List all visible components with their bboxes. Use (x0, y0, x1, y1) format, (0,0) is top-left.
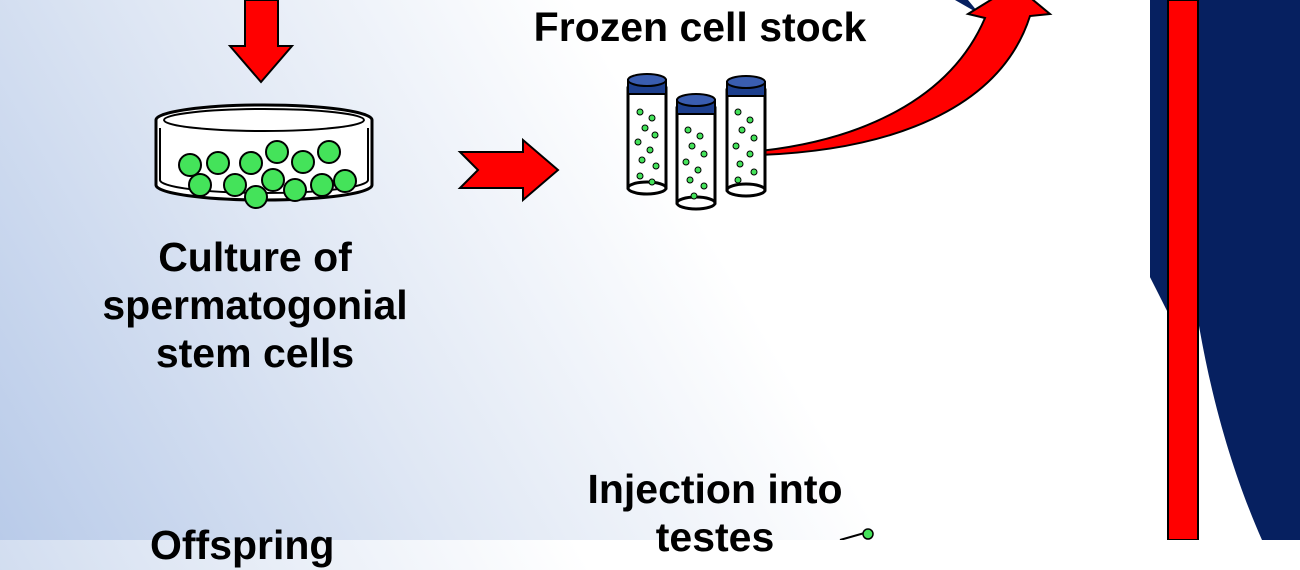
diagram-canvas (154, 0, 1300, 540)
down-arrow-icon (227, 0, 295, 84)
syringe-icon (839, 528, 874, 540)
frozen-cell-stock-title: Frozen cell stock (533, 4, 867, 50)
injection-label-line: testes (655, 513, 775, 560)
culture-label-line: spermatogonial (102, 281, 408, 328)
culture-label-line: Culture of (158, 234, 352, 280)
navy-right-curve (1198, 320, 1262, 540)
cryo-vial-icon (725, 75, 767, 198)
culture-label-line: stem cells (155, 329, 355, 376)
vertical-red-bar (1167, 0, 1199, 540)
culture-label: Culture of spermatogonial stem cells (60, 234, 450, 378)
right-arrow-icon (457, 137, 560, 203)
cryo-vial-icon (626, 73, 668, 196)
cryo-vial-icon (675, 93, 717, 211)
curved-arrow-icon (759, 0, 1053, 157)
injection-label-line: Injection into (587, 466, 843, 512)
culture-dish-icon (154, 103, 374, 209)
offspring-label: Offspring (150, 522, 335, 568)
injection-label: Injection into testes (545, 466, 885, 562)
